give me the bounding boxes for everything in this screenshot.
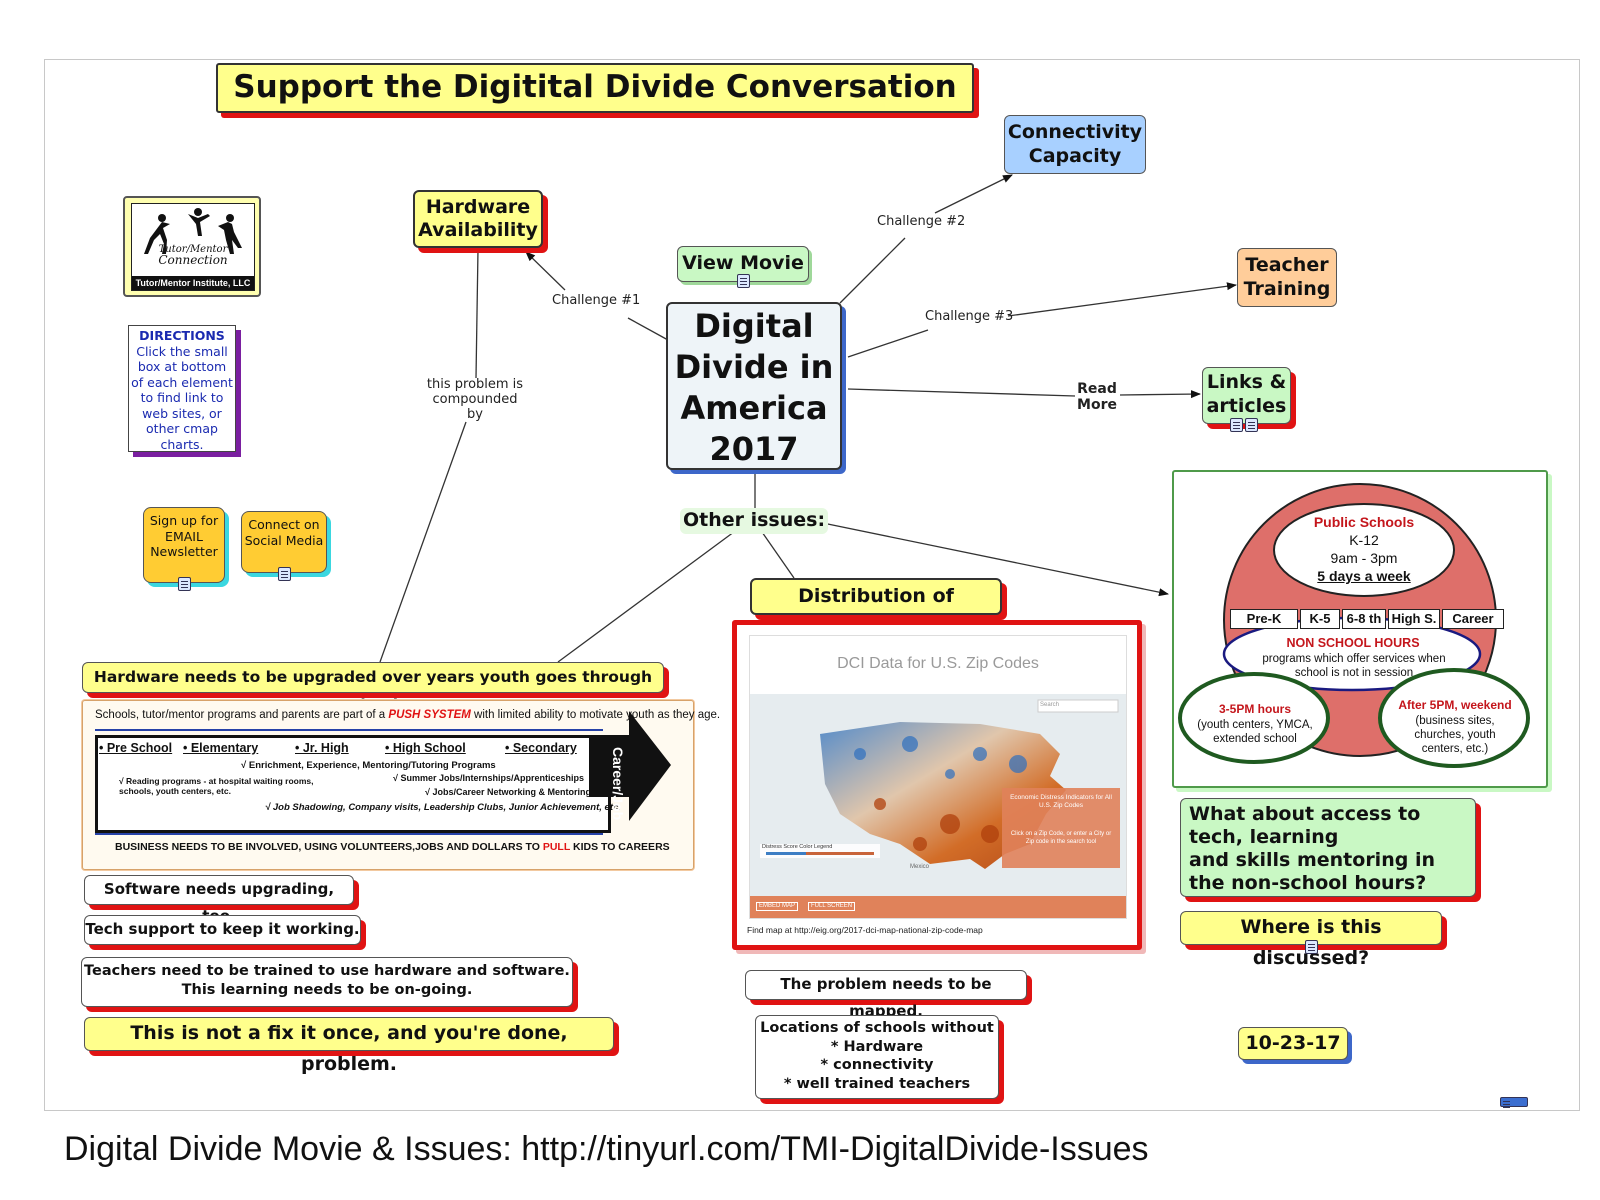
hardware-upgrade-node: Hardware needs to be upgraded over years… [82,662,664,714]
pull-caption-pre: BUSINESS NEEDS TO BE INVOLVED, USING VOL… [115,841,543,853]
locations-node: Locations of schools without * Hardware … [755,1015,999,1099]
pull-caption: BUSINESS NEEDS TO BE INVOLVED, USING VOL… [115,841,670,854]
canvas-corner-icon[interactable] [1500,1097,1528,1107]
career-arrow-icon [589,711,671,821]
public-schools-hours: 9am - 3pm [1330,550,1398,566]
connectivity-capacity-node: Connectivity Capacity [1004,115,1146,174]
teacher-training-node: Teacher Training [1237,248,1337,307]
directions-body: Click the small box at bottom of each el… [131,343,233,452]
where-discussed-button[interactable]: Where is this discussed? [1180,911,1442,969]
map-place-mexico: Mexico [910,864,930,870]
map-title: Support the Digitital Divide Conversatio… [216,63,974,113]
challenge3-label: Challenge #3 [925,309,1014,324]
map-embed-frame[interactable]: DCI Data for U.S. Zip Codes [732,620,1142,950]
stage-jrhigh: • Jr. High [295,741,349,755]
note-career-networking: √ Jobs/Career Networking & Mentoring [425,787,591,797]
school-stages-box [95,735,611,833]
read-more-label: Read More [1077,381,1117,414]
map-legend-label: Distress Score Color Legend [762,844,833,850]
after-school-body: (youth centers, YMCA, extended school [1197,719,1313,745]
logo-footer: Tutor/Mentor Institute, LLC [132,276,254,290]
teachers-trained-node: Teachers need to be trained to use hardw… [81,957,573,1007]
after-school-title: 3-5PM hours [1218,702,1291,716]
map-info-panel-title: Economic Distress Indicators for All U.S… [1010,794,1112,809]
pull-caption-post: KIDS TO CAREERS [570,841,670,853]
us-heatmap [750,694,1126,896]
challenge2-label: Challenge #2 [877,214,966,229]
central-concept: Digital Divide in America 2017 [666,302,842,470]
links-map-icon[interactable] [1245,418,1258,432]
stage-highschool: • High School [385,741,466,755]
public-schools-title: Public Schools [1313,514,1415,530]
links-articles-button[interactable]: Links & articles [1202,367,1291,424]
push-arrow-line [95,729,603,731]
full-screen-button[interactable]: FULL SCREEN [808,902,856,912]
map-search-box: Search [1040,702,1060,708]
software-upgrade-node: Software needs upgrading, too. [84,875,354,925]
stage-preschool: • Pre School [99,741,173,755]
logo-line2: Connection [158,253,228,267]
directions-box: DIRECTIONS Click the small box at bottom… [128,325,236,452]
distribution-node: Distribution of problem [750,578,1002,639]
access-question-node: What about access to tech, learning and … [1180,798,1476,897]
note-enrichment: √ Enrichment, Experience, Mentoring/Tuto… [241,760,496,771]
date-node: 10-23-17 [1238,1027,1348,1060]
stage-secondary: • Secondary [505,741,577,755]
grade-high-school: High S. [1388,609,1440,629]
logo-line1: Tutor/Mentor [158,244,228,255]
hardware-availability-node: Hardware Availability [413,190,543,248]
movie-link-icon[interactable] [737,274,750,288]
newsletter-link-icon[interactable] [178,577,191,591]
non-school-body: programs which offer services when schoo… [1262,653,1446,679]
figures-icon [144,208,242,254]
note-summer-jobs: √ Summer Jobs/Internships/Apprenticeship… [393,773,584,783]
note-job-shadowing: √ Job Shadowing, Company visits, Leaders… [265,802,621,813]
push-system-diagram: Schools, tutor/mentor programs and paren… [82,700,720,870]
school-hours-diagram: Public Schools K-12 9am - 3pm 5 days a w… [1172,470,1548,788]
push-caption-push: PUSH SYSTEM [388,709,471,721]
non-school-title: NON SCHOOL HOURS [1286,636,1420,650]
evening-title: After 5PM, weekend [1398,698,1512,712]
map-area: Search Economic Distress Indicators for … [750,694,1126,896]
directions-heading: DIRECTIONS [139,328,225,343]
push-caption-pre: Schools, tutor/mentor programs and paren… [95,709,389,721]
push-system-caption: Schools, tutor/mentor programs and paren… [95,709,720,723]
tutor-mentor-logo[interactable]: Tutor/Mentor Connection Tutor/Mentor Ins… [123,196,261,297]
career-job-label: Career/Job [610,747,626,821]
pull-caption-pull: PULL [542,841,571,853]
social-link-icon[interactable] [278,567,291,581]
other-issues-label: Other issues: [680,508,828,534]
note-reading: √ Reading programs - at hospital waiting… [119,776,314,796]
map-toolbar: EMBED MAP FULL SCREEN [750,896,1126,918]
map-info-panel-hint: Click on a Zip Code, or enter a City or … [1010,831,1112,845]
grade-prek: Pre-K [1230,609,1298,629]
page-caption[interactable]: Digital Divide Movie & Issues: http://ti… [64,1130,1149,1168]
connect-social-button[interactable]: Connect on Social Media [241,511,327,573]
not-fix-once-node: This is not a fix it once, and you're do… [84,1017,614,1075]
map-embed-title: DCI Data for U.S. Zip Codes [837,655,1039,672]
challenge1-label: Challenge #1 [552,293,641,308]
grade-career: Career [1442,609,1504,629]
pull-arrow-line [95,833,603,835]
embed-map-button[interactable]: EMBED MAP [756,902,799,912]
public-schools-days: 5 days a week [1317,568,1411,584]
where-discussed-link-icon[interactable] [1305,940,1318,954]
signup-newsletter-button[interactable]: Sign up for EMAIL Newsletter [143,507,225,583]
public-schools-grades: K-12 [1349,532,1379,548]
problem-mapped-node: The problem needs to be mapped. [745,970,1027,1020]
tech-support-node: Tech support to keep it working. [84,915,361,945]
push-caption-post: with limited ability to motivate youth a… [470,709,721,721]
stage-elementary: • Elementary [183,741,259,755]
map-embed: DCI Data for U.S. Zip Codes [749,635,1127,919]
compounded-label: this problem is compounded by [426,377,524,422]
grade-bar: Pre-K K-5 6-8 th High S. Career [1230,609,1504,629]
links-doc-icon[interactable] [1230,418,1243,432]
grade-6-8: 6-8 th [1342,609,1386,629]
grade-k5: K-5 [1300,609,1340,629]
map-embed-caption[interactable]: Find map at http://eig.org/2017-dci-map-… [747,925,983,935]
evening-body: (business sites, churches, youth centers… [1414,715,1496,755]
